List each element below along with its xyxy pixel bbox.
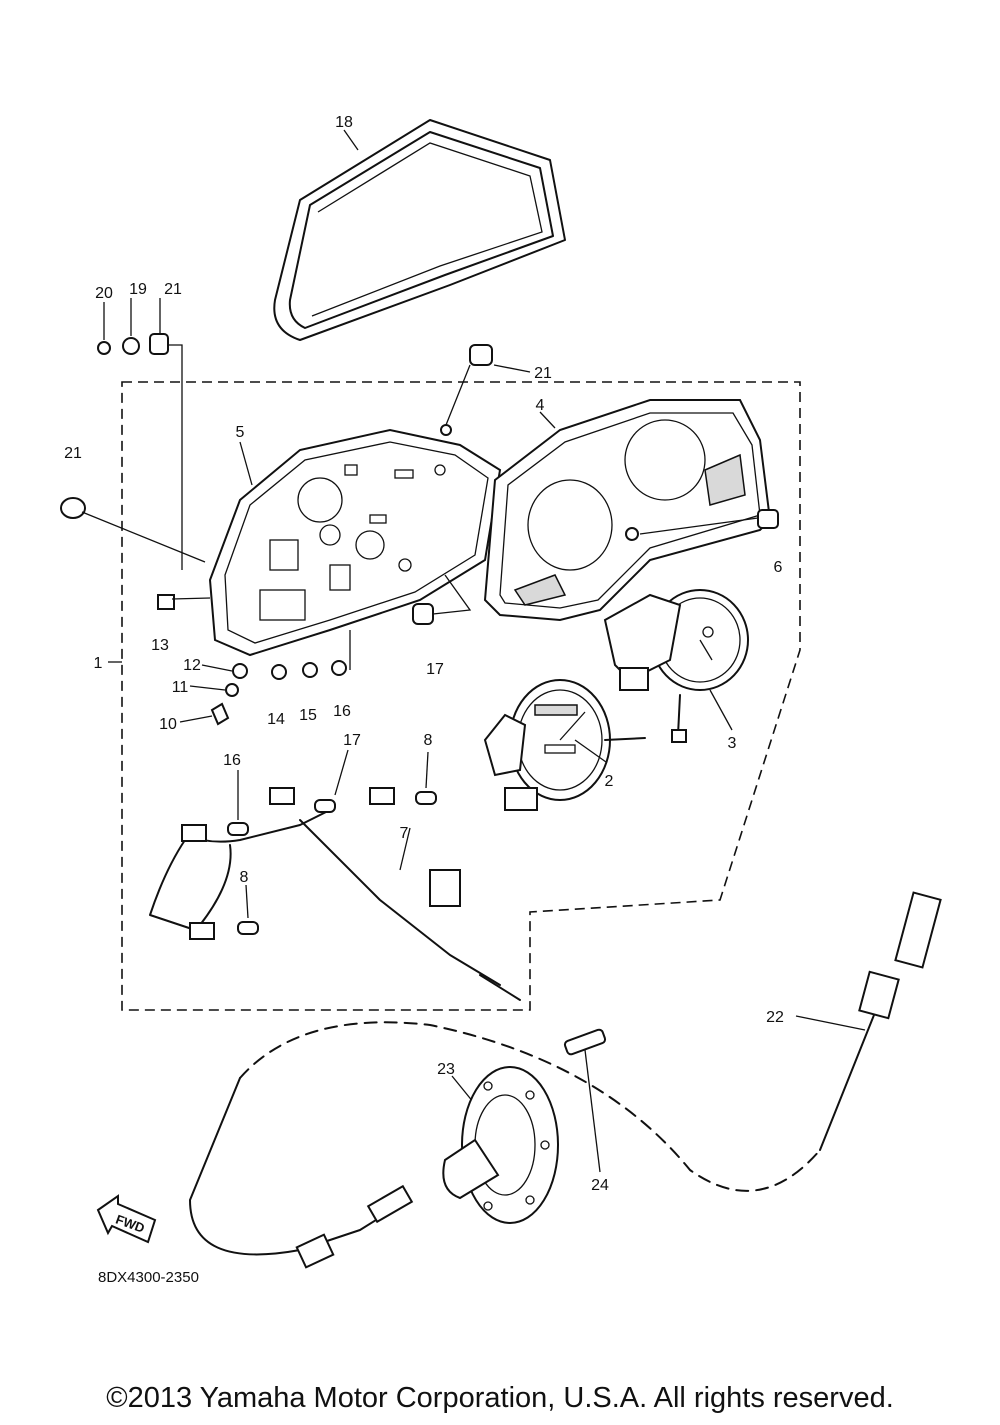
callout-23: 23 (437, 1061, 455, 1078)
callout-24: 24 (591, 1177, 609, 1194)
leader-lines (81, 129, 866, 1173)
part-7-wire-harness[interactable] (149, 787, 521, 1001)
drawing-code: 8DX4300-2350 (98, 1269, 199, 1286)
part-4-upper-cover[interactable] (483, 399, 772, 622)
callout-13: 14 (267, 711, 285, 728)
callout-14: 15 (299, 707, 317, 724)
part-2-speedometer[interactable] (483, 679, 646, 811)
callout-18: 18 (335, 114, 353, 131)
part-18-bezel-gasket[interactable] (273, 119, 566, 341)
callout-17: 17 (426, 661, 444, 678)
callout-10: 11 (172, 679, 189, 696)
callout-16-a: 16 (223, 752, 241, 769)
callout-20: 20 (95, 285, 113, 302)
callout-8-a: 8 (424, 732, 433, 749)
callout-8-b: 8 (240, 869, 249, 886)
part-3-tachometer[interactable] (603, 589, 749, 743)
copyright-notice: ©2013 Yamaha Motor Corporation, U.S.A. A… (106, 1382, 894, 1414)
part-5-lower-case[interactable] (208, 428, 502, 657)
callout-6: 6 (774, 559, 783, 576)
bulbs[interactable] (227, 791, 437, 935)
callout-21-b: 21 (534, 365, 552, 382)
callout-21-a: 21 (164, 281, 182, 298)
callout-11: 12 (183, 657, 201, 674)
callout-21-c: 21 (64, 445, 82, 462)
callout-7: 7 (400, 825, 409, 842)
callout-2: 2 (605, 773, 614, 790)
callout-19: 19 (129, 281, 147, 298)
fwd-arrow: FWD (96, 1194, 157, 1244)
part-23-gear-unit[interactable] (442, 1066, 559, 1224)
callout-5: 5 (236, 424, 245, 441)
callout-22: 22 (766, 1009, 784, 1026)
callout-4: 4 (536, 397, 545, 414)
part-24-bush[interactable] (563, 1028, 607, 1056)
callout-3: 3 (728, 735, 737, 752)
callout-labels: 18 20 19 21 21 21 4 5 6 13 17 1 12 11 10… (64, 114, 784, 1286)
callout-15: 16 (333, 703, 351, 720)
callout-9: 10 (159, 716, 177, 733)
small-hardware[interactable] (60, 333, 779, 726)
callout-1: 1 (94, 655, 103, 672)
part-22-meter-cable[interactable] (189, 891, 942, 1269)
callout-16-b: 17 (343, 732, 361, 749)
callout-12: 13 (151, 637, 169, 654)
assembly-1-boundary (121, 381, 801, 1011)
